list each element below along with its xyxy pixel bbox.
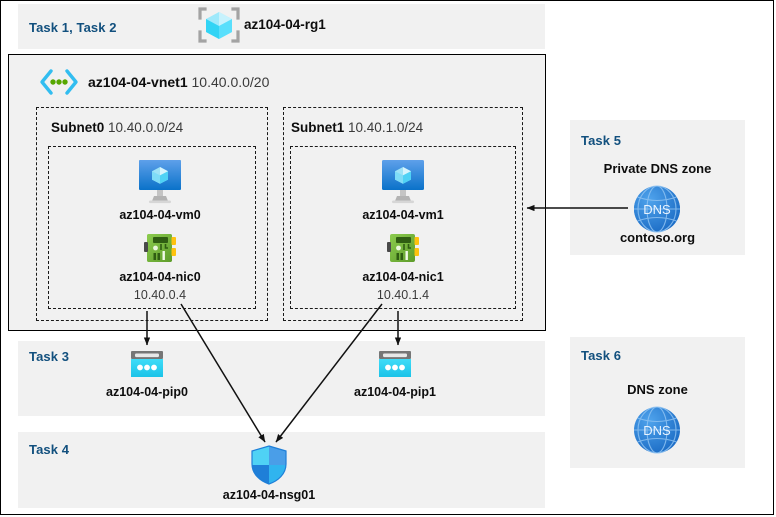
subnet0-name: Subnet0 [51,120,105,135]
dns-zone-icon: DNS [630,405,684,455]
vm0-label: az104-04-vm0 [119,208,201,222]
private-dns-zone-name: contoso.org [619,230,696,245]
dns-zone-title: DNS zone [627,382,688,397]
task-label-6: Task 6 [581,348,622,363]
nic1-label: az104-04-nic1 [362,270,444,284]
subnet1-name: Subnet1 [291,120,345,135]
network-interface-icon [387,232,421,266]
virtual-network-address-space: 10.40.0.0/20 [191,74,270,90]
task3-panel [18,341,545,416]
subnet1-box [283,107,523,321]
nic0-ip: 10.40.0.4 [133,288,187,302]
subnet0-inner-box [48,146,256,309]
virtual-machine-icon [378,158,428,204]
resource-group-name: az104-04-rg1 [244,17,326,32]
svg-text:DNS: DNS [643,423,671,438]
public-ip-icon [129,349,165,381]
task-label-4: Task 4 [29,442,70,457]
network-security-group-icon [249,444,289,486]
pip1-label: az104-04-pip1 [354,385,436,399]
resource-group-header-panel [18,4,545,49]
public-ip-icon [377,349,413,381]
pip0-label: az104-04-pip0 [106,385,188,399]
subnet0-box [36,107,268,321]
dns-zone-icon: DNS [630,184,684,234]
subnet0-header: Subnet0 10.40.0.0/24 [51,120,183,135]
private-dns-zone-title: Private DNS zone [603,161,712,176]
resource-group-name-text: az104-04-rg1 [244,17,326,32]
subnet1-address-prefix: 10.40.1.0/24 [348,120,424,135]
nic1-ip: 10.40.1.4 [376,288,430,302]
virtual-network-name: az104-04-vnet1 [88,74,188,90]
svg-text:DNS: DNS [643,202,671,217]
nic0-label: az104-04-nic0 [119,270,201,284]
nsg-label: az104-04-nsg01 [222,488,316,502]
virtual-network-box [8,54,546,331]
subnet1-header: Subnet1 10.40.1.0/24 [291,120,423,135]
task-label-1-2: Task 1, Task 2 [29,20,117,35]
subnet1-inner-box [290,146,516,309]
virtual-network-icon [38,68,80,96]
subnet0-address-prefix: 10.40.0.0/24 [108,120,184,135]
network-interface-icon [144,232,178,266]
task-label-3: Task 3 [29,349,70,364]
resource-group-icon [197,6,241,44]
virtual-network-header: az104-04-vnet1 10.40.0.0/20 [88,74,269,90]
task-label-5: Task 5 [581,133,622,148]
vm1-label: az104-04-vm1 [362,208,444,222]
virtual-machine-icon [135,158,185,204]
